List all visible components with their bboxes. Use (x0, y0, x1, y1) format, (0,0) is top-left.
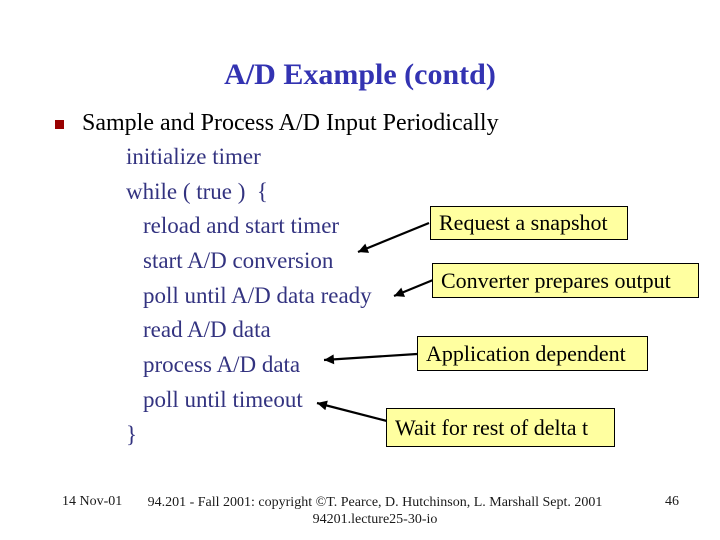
pseudocode-line: poll until A/D data ready (143, 282, 372, 308)
pseudocode-line: start A/D conversion (143, 248, 334, 274)
callout-wait-delta-t: Wait for rest of delta t (386, 408, 615, 447)
footer-credit-line1: 94.201 - Fall 2001: copyright ©T. Pearce… (147, 495, 603, 510)
callout-label: Wait for rest of delta t (395, 414, 589, 440)
callout-converter-prepares-output: Converter prepares output (432, 263, 699, 298)
pseudocode-line: initialize timer (126, 144, 261, 169)
callout-label: Application dependent (426, 340, 626, 366)
footer-page-number: 46 (665, 494, 679, 509)
callout-label: Request a snapshot (439, 210, 608, 235)
callout-arrow-line (393, 278, 434, 298)
pseudocode-line: poll until timeout (143, 386, 303, 412)
callout-request-snapshot: Request a snapshot (430, 206, 628, 240)
pseudocode-closing-brace: } (126, 421, 138, 447)
footer-date: 14 Nov-01 (62, 494, 123, 509)
callout-application-dependent: Application dependent (417, 336, 648, 371)
pseudocode-block: initialize timer while ( true ) { reload… (126, 140, 372, 452)
bullet-text: Sample and Process A/D Input Periodicall… (82, 110, 499, 136)
pseudocode-line: read A/D data (143, 317, 271, 343)
pseudocode-line: process A/D data (143, 352, 301, 378)
slide-title: A/D Example (contd) (224, 58, 496, 91)
bullet-item: Sample and Process A/D Input Periodicall… (55, 108, 499, 138)
footer-credit-line2: 94201.lecture25-30-io (312, 512, 438, 527)
callout-label: Converter prepares output (441, 267, 671, 293)
pseudocode-line: reload and start timer (143, 213, 340, 239)
bullet-square-icon (55, 120, 64, 129)
pseudocode-line: while ( true ) { (126, 178, 268, 204)
footer-credits: 94.201 - Fall 2001: copyright ©T. Pearce… (30, 494, 720, 528)
